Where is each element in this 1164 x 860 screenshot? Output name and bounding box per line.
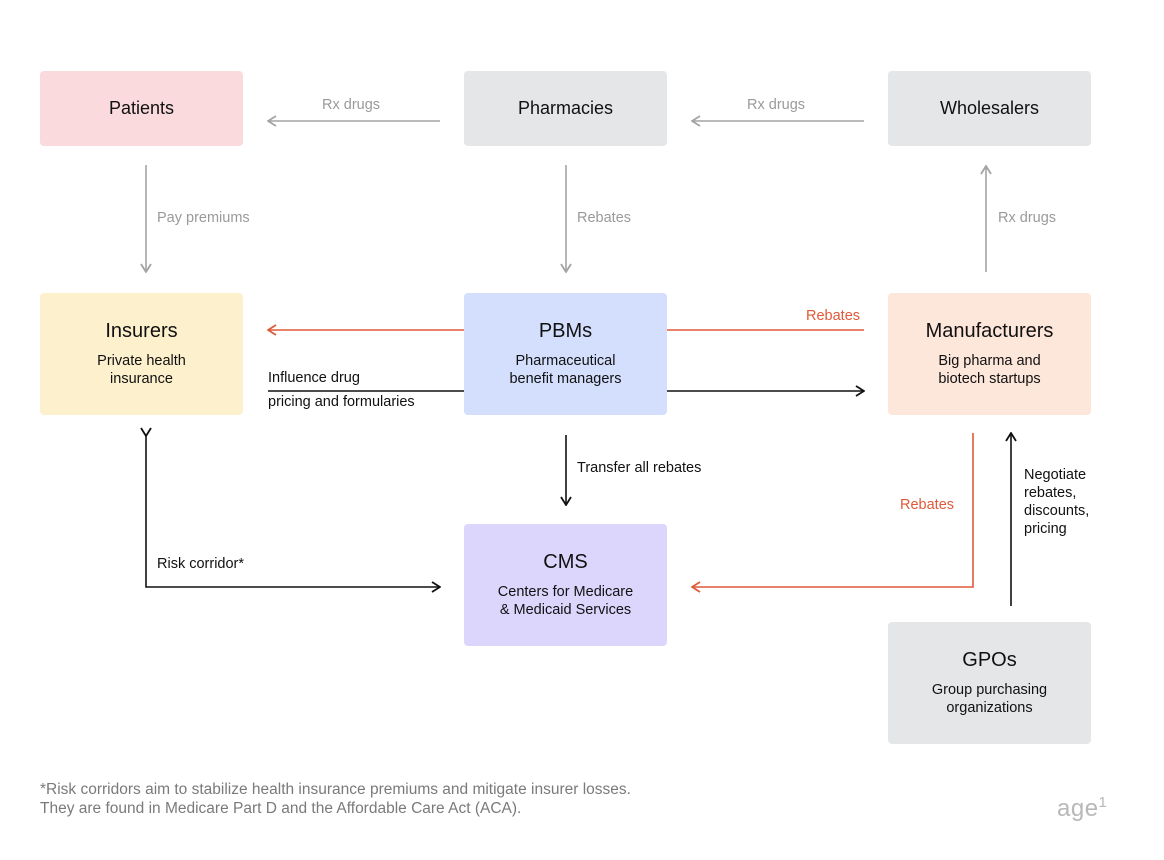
gpos-subtitle: Group purchasing organizations — [931, 682, 1048, 716]
label-pbms-to-cms: Transfer all rebates — [577, 460, 702, 476]
pbms-title: PBMs — [538, 320, 593, 342]
arrow-insurers-cms-risk-corridor — [146, 436, 440, 587]
cms-node: CMS Centers for Medicare & Medicaid Serv… — [464, 524, 667, 646]
label-influence-line2: pricing and formularies — [268, 394, 415, 410]
brand-logo: age1 — [1057, 794, 1107, 823]
wholesalers-node: Wholesalers — [888, 71, 1091, 146]
label-influence-line1: Influence drug — [268, 370, 360, 386]
footnote-line2: They are found in Medicare Part D and th… — [40, 800, 522, 817]
manufacturers-subtitle: Big pharma and biotech startups — [938, 353, 1041, 387]
cms-subtitle: Centers for Medicare & Medicaid Services — [497, 584, 634, 618]
arrow-manufacturers-to-cms — [692, 433, 974, 587]
wholesalers-title: Wholesalers — [939, 98, 1040, 118]
patients-title: Patients — [108, 98, 175, 118]
manufacturers-node: Manufacturers Big pharma and biotech sta… — [888, 293, 1091, 415]
label-pharmacies-to-patients: Rx drugs — [322, 97, 381, 113]
logo-superscript: 1 — [1098, 794, 1108, 811]
pbms-subtitle: Pharmaceutical benefit managers — [509, 353, 622, 387]
label-manufacturers-to-wholesalers: Rx drugs — [998, 210, 1057, 226]
label-manufacturers-to-cms: Rebates — [900, 497, 955, 513]
pbms-node: PBMs Pharmaceutical benefit managers — [464, 293, 667, 415]
label-manufacturers-to-pbms: Rebates — [806, 308, 861, 324]
insurers-node: Insurers Private health insurance — [40, 293, 243, 415]
label-gpos-to-manufacturers: Negotiate rebates, discounts, pricing — [1024, 467, 1090, 537]
patients-node: Patients — [40, 71, 243, 146]
label-patients-to-insurers: Pay premiums — [157, 210, 250, 226]
insurers-title: Insurers — [105, 320, 178, 342]
pharmacies-node: Pharmacies — [464, 71, 667, 146]
gpos-node: GPOs Group purchasing organizations — [888, 622, 1091, 744]
cms-title: CMS — [543, 551, 588, 573]
gpos-title: GPOs — [962, 649, 1017, 671]
label-pharmacies-to-pbms: Rebates — [577, 210, 632, 226]
footnote: *Risk corridors aim to stabilize health … — [40, 780, 631, 818]
manufacturers-title: Manufacturers — [925, 320, 1054, 342]
logo-text: age — [1057, 795, 1099, 822]
pharmacies-title: Pharmacies — [517, 98, 614, 118]
label-risk-corridor: Risk corridor* — [157, 556, 245, 572]
footnote-line1: *Risk corridors aim to stabilize health … — [40, 781, 631, 798]
label-wholesalers-to-pharmacies: Rx drugs — [747, 97, 806, 113]
insurers-subtitle: Private health insurance — [97, 353, 186, 387]
